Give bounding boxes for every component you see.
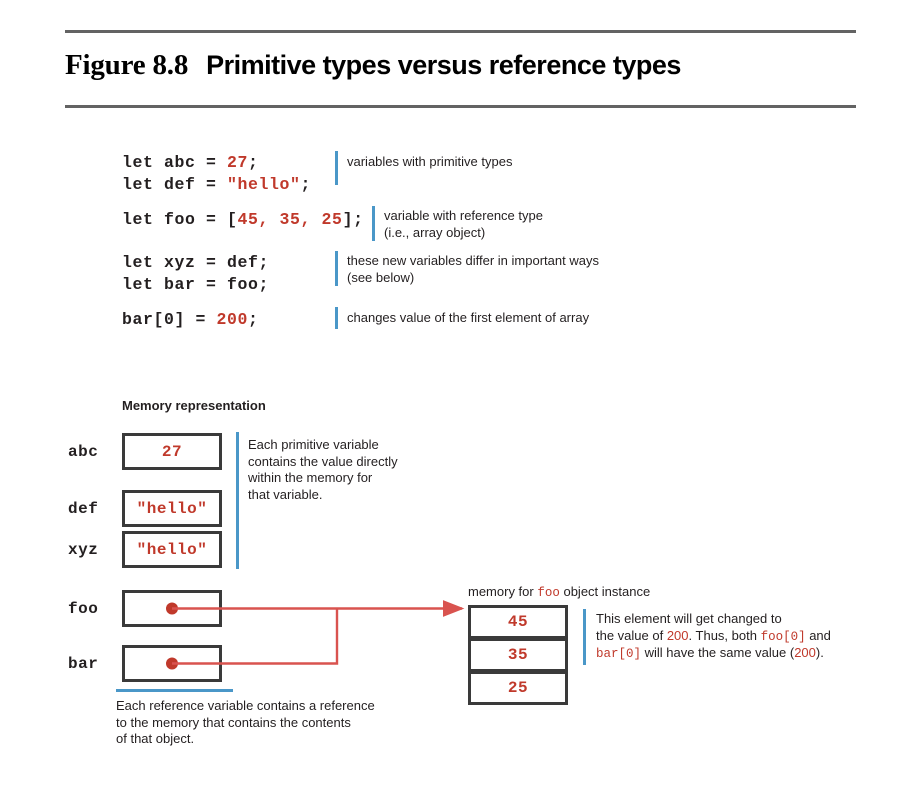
annotation-aliases: these new variables differ in important … [347, 253, 599, 285]
array-cell-1: 35 [468, 638, 568, 672]
array-object-caption: memory for foo object instance [468, 584, 650, 600]
code-line-def-literal: "hello" [227, 175, 301, 194]
array-cell-1-value: 35 [507, 646, 529, 664]
code-line-bar0-prefix: bar[0] = [122, 310, 217, 329]
ann7-part1: This element will get changed to [596, 611, 782, 626]
array-cell-0: 45 [468, 605, 568, 639]
array-cell-2: 25 [468, 671, 568, 705]
ann7-part4: and [805, 627, 831, 643]
memory-box-abc: 27 [122, 433, 222, 470]
code-line-def-prefix: let def = [122, 175, 228, 194]
memory-value-def: "hello" [136, 499, 208, 518]
variable-label-def: def [68, 500, 99, 518]
code-line-bar0-suffix: ; [248, 310, 259, 329]
array-caption-pre: memory for [468, 584, 538, 599]
memory-box-xyz: "hello" [122, 531, 222, 568]
annotation-tick-array [372, 206, 375, 241]
code-line-foo-literal: 45, 35, 25 [237, 210, 343, 229]
annotation-tick-memory-primitives [236, 432, 239, 569]
header-rule-top [65, 30, 856, 33]
code-line-foo-prefix: let foo = [ [122, 210, 238, 229]
memory-representation-heading: Memory representation [122, 398, 266, 413]
figure-number: Figure 8.8 [65, 49, 189, 81]
code-group-assignment: bar[0] = 200; [122, 309, 259, 331]
annotation-underline-references [116, 689, 233, 692]
figure-title: Figure 8.8 Primitive types versus referen… [65, 49, 681, 82]
memory-value-xyz: "hello" [136, 540, 208, 559]
memory-box-def: "hello" [122, 490, 222, 527]
variable-label-xyz: xyz [68, 541, 99, 559]
variable-label-bar: bar [68, 655, 99, 673]
annotation-memory-references: Each reference variable contains a refer… [116, 698, 375, 746]
code-group-array: let foo = [45, 35, 25]; [122, 209, 364, 231]
code-line-abc-suffix: ; [248, 153, 259, 172]
ann7-part6: ). [815, 645, 824, 660]
array-cell-0-value: 45 [507, 613, 529, 631]
header-rule-bottom [65, 105, 856, 108]
annotation-tick-array-element [583, 609, 586, 665]
annotation-primitives: variables with primitive types [347, 154, 513, 169]
annotation-array: variable with reference type (i.e., arra… [384, 208, 543, 240]
annotation-tick-primitives [335, 151, 338, 185]
ann7-num2: 200 [794, 645, 816, 660]
code-line-foo-suffix: ]; [342, 210, 364, 229]
ann7-code-bar0: bar[0] [596, 647, 642, 661]
variable-label-foo: foo [68, 600, 99, 618]
array-cell-2-value: 25 [507, 679, 529, 697]
array-caption-code: foo [537, 586, 560, 600]
code-line-bar: let bar = foo; [122, 275, 270, 294]
ann7-part2: the value of [596, 627, 667, 643]
code-group-primitives: let abc = 27; let def = "hello"; [122, 152, 311, 196]
memory-box-bar [122, 645, 222, 682]
annotation-tick-aliases [335, 251, 338, 286]
code-group-aliases: let xyz = def; let bar = foo; [122, 252, 269, 296]
ann7-part5: will have the same value ( [641, 645, 795, 660]
code-line-abc-literal: 27 [227, 153, 249, 172]
figure-title-text: Primitive types versus reference types [206, 50, 681, 80]
code-line-xyz: let xyz = def; [122, 253, 270, 272]
array-caption-post: object instance [559, 584, 651, 599]
code-line-def-suffix: ; [300, 175, 312, 194]
code-line-abc-prefix: let abc = [122, 153, 228, 172]
annotation-tick-assignment [335, 307, 338, 329]
ann7-part3: . Thus, both [688, 627, 761, 643]
variable-label-abc: abc [68, 443, 99, 461]
memory-value-abc: 27 [161, 442, 183, 461]
code-line-bar0-literal: 200 [216, 310, 249, 329]
ann7-code-foo0: foo[0] [760, 629, 806, 644]
annotation-memory-primitives: Each primitive variable contains the val… [248, 437, 398, 502]
memory-box-foo [122, 590, 222, 627]
annotation-assignment: changes value of the first element of ar… [347, 310, 590, 325]
ann7-num1: 200 [666, 627, 689, 643]
